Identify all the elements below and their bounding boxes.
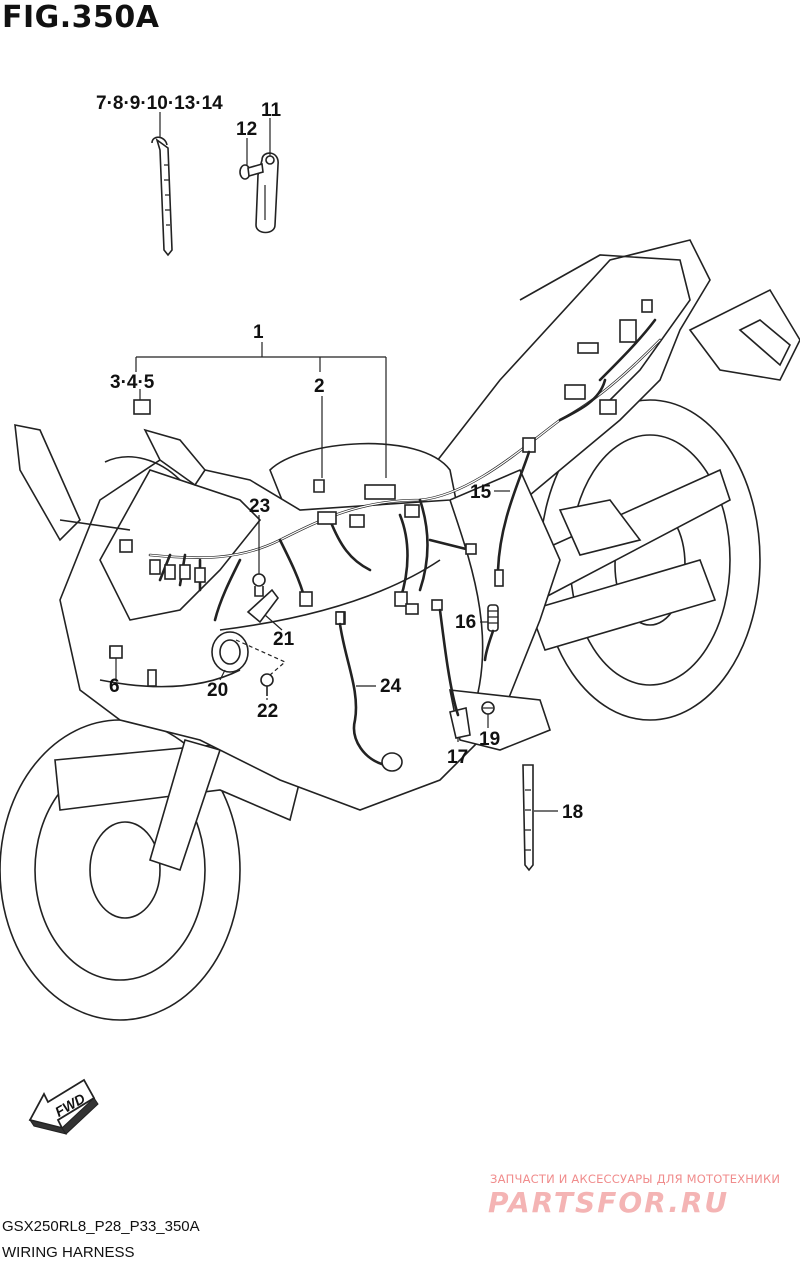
handlebar: [143, 428, 206, 487]
callout-6: 6: [109, 676, 120, 697]
motorcycle-outline: [0, 239, 800, 1021]
fwd-arrow: FWD: [28, 1078, 99, 1135]
front-fork: [149, 739, 222, 872]
callout-7-14: 7·8·9·10·13·14: [96, 93, 223, 114]
figure-title: FIG.350A: [2, 0, 160, 35]
callout-15: 15: [470, 482, 492, 503]
main-harness: [148, 318, 662, 622]
sub-harness-24: [335, 608, 460, 772]
watermark-logo: PARTSFOR.RU: [488, 1186, 730, 1219]
callout-11: 11: [261, 100, 282, 121]
bolt-23: [252, 573, 266, 597]
mirror: [14, 424, 81, 542]
model-code: GSX250RL8_P28_P33_350A: [2, 1218, 200, 1235]
horn-20: [211, 631, 249, 673]
bolt-22: [260, 673, 274, 696]
bracket-17: [449, 707, 471, 739]
relay-3-5: [133, 399, 151, 415]
screw-12: [239, 162, 264, 180]
callout-12: 12: [236, 119, 257, 140]
watermark-tagline: ЗАПЧАСТИ И АКСЕССУАРЫ ДЛЯ МОТОТЕХНИКИ: [490, 1172, 781, 1186]
leader-lines: [115, 112, 558, 812]
callout-21: 21: [273, 629, 295, 650]
spring-16: [483, 569, 504, 662]
callout-22: 22: [257, 701, 278, 722]
sensor-lead-15: [496, 437, 536, 572]
callout-1: 1: [253, 322, 264, 343]
callout-2: 2: [314, 376, 325, 397]
harness-connectors: [109, 299, 653, 687]
callout-23: 23: [249, 496, 270, 517]
exhaust: [528, 559, 717, 651]
cable-tie-7-14: [151, 136, 173, 257]
cable-tie-18: [522, 764, 534, 872]
callout-20: 20: [207, 680, 228, 701]
bracket-21: [246, 588, 279, 624]
connector-6: [109, 645, 123, 659]
callout-24: 24: [380, 676, 402, 697]
callout-17: 17: [447, 747, 468, 768]
upper-cowl: [99, 469, 262, 621]
section-title: WIRING HARNESS: [2, 1244, 135, 1261]
bolt-19: [481, 701, 495, 715]
fuse-2: [313, 479, 325, 493]
callout-3-4-5: 3·4·5: [110, 372, 155, 393]
callout-19: 19: [479, 729, 500, 750]
callout-18: 18: [562, 802, 583, 823]
callout-16: 16: [455, 612, 476, 633]
